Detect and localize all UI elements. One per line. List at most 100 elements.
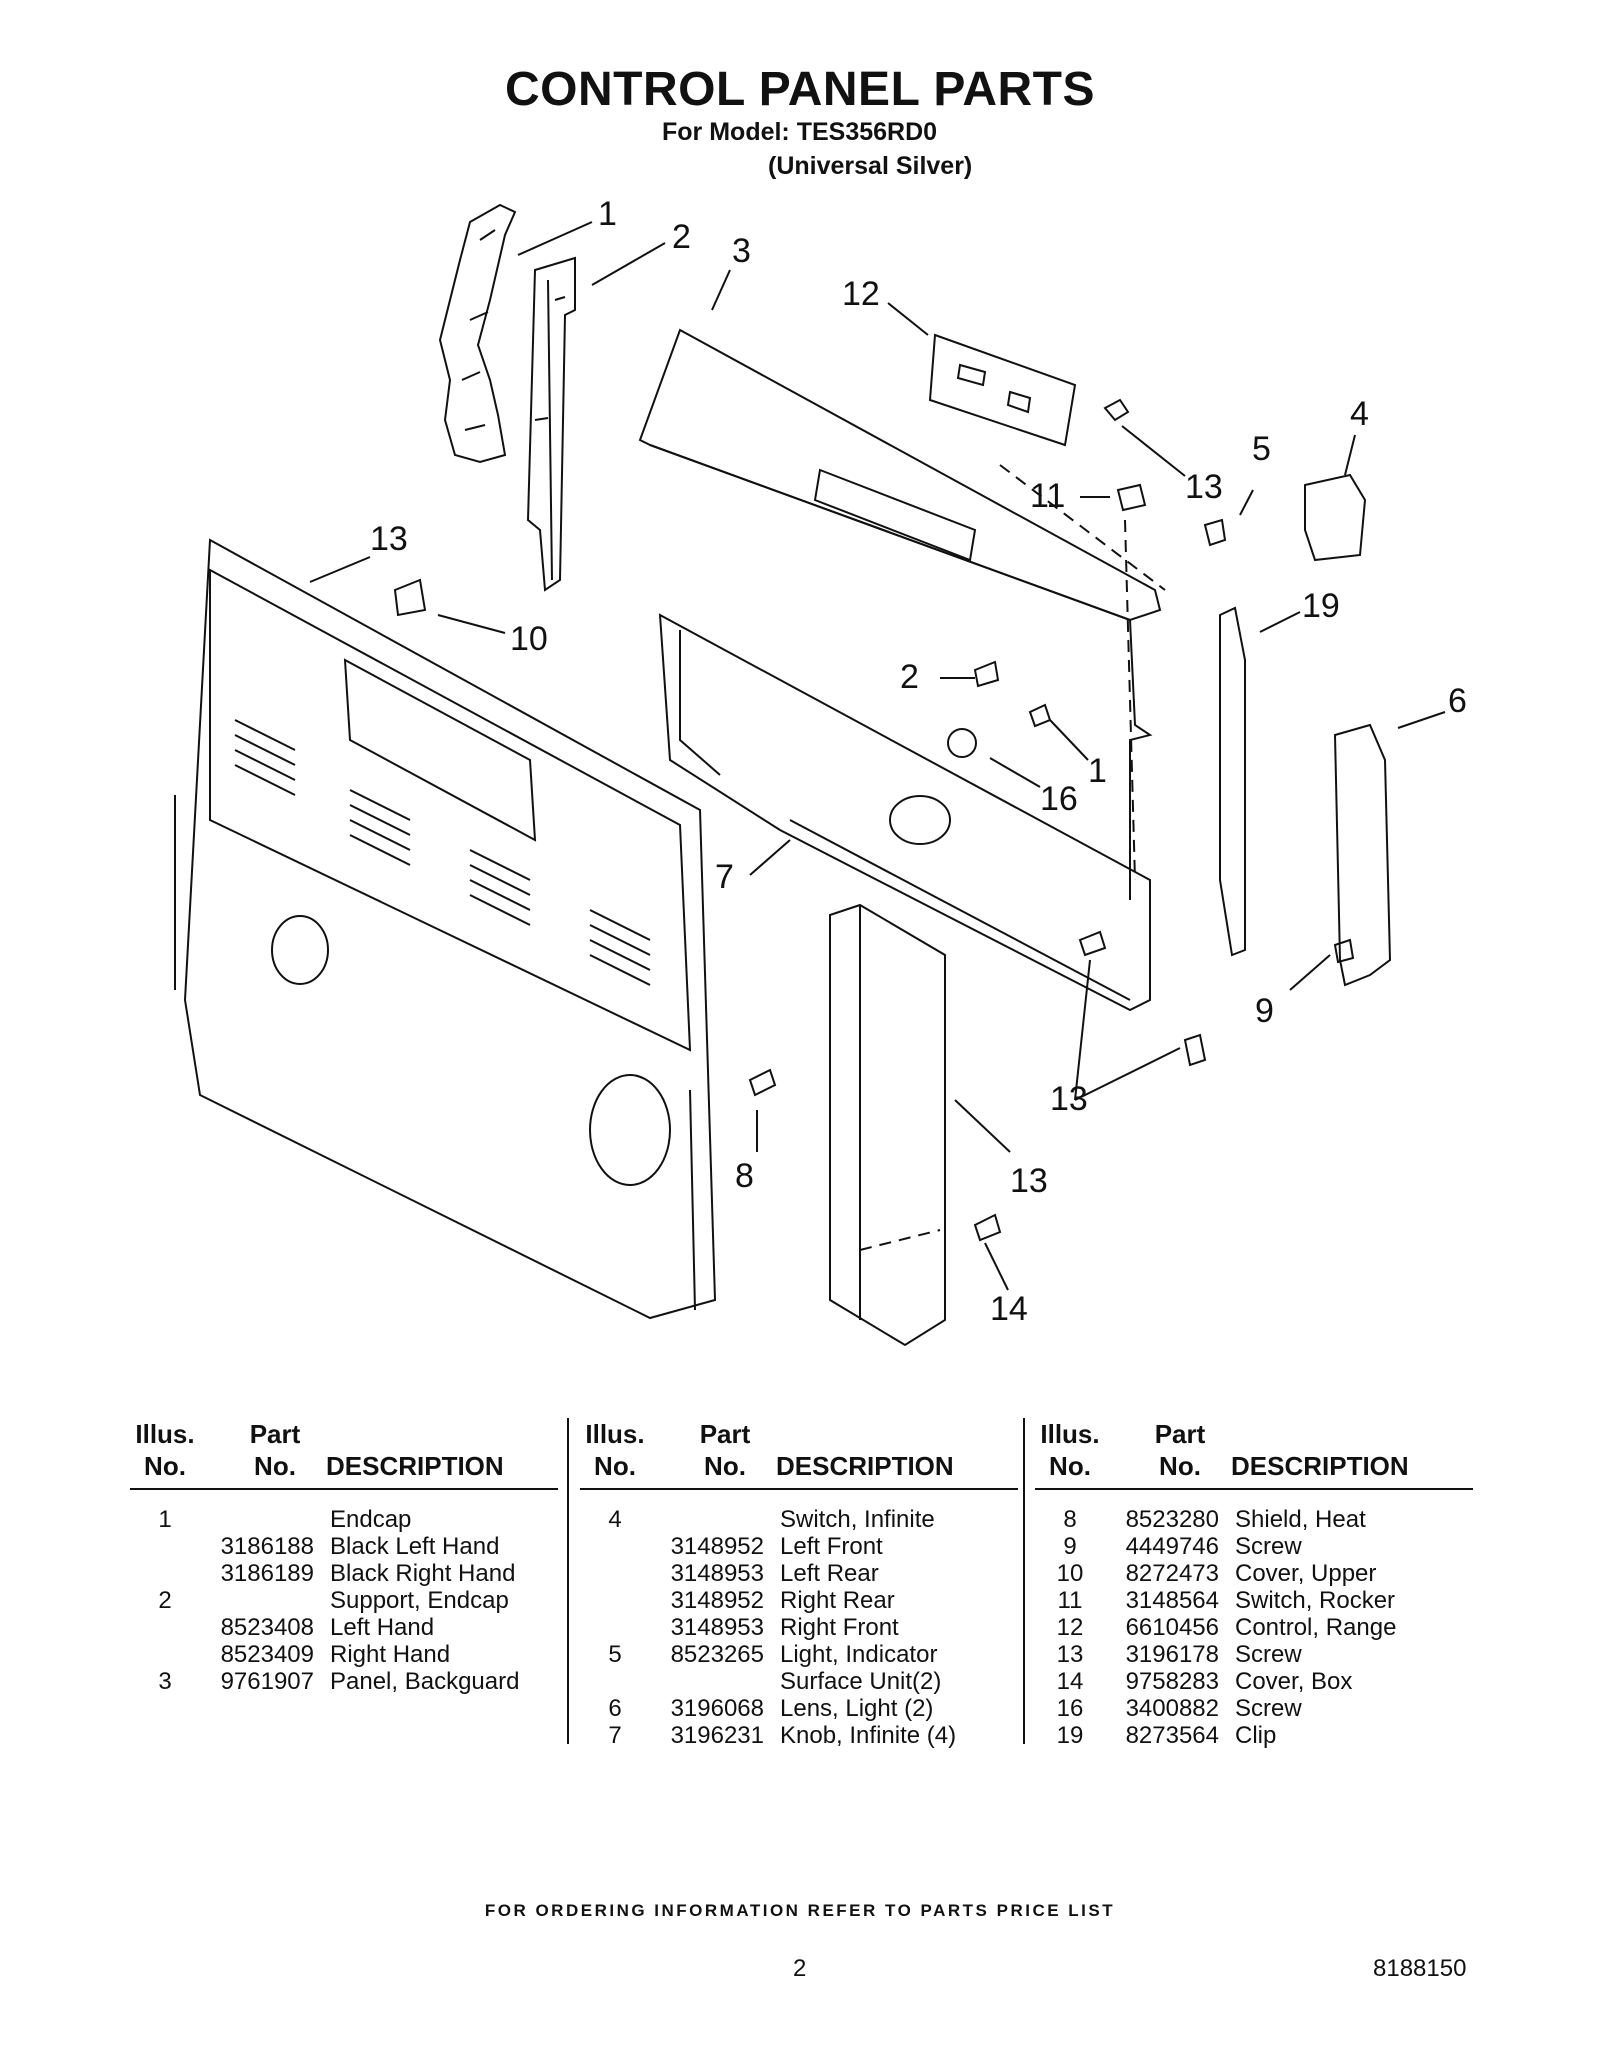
callout-2-left: 2 <box>672 218 691 256</box>
header-illus: Illus. <box>1040 1419 1100 1449</box>
callout-6: 2 <box>900 658 919 696</box>
part-number: 3148564 <box>1125 1587 1219 1614</box>
part-number: 3148953 <box>670 1560 764 1587</box>
part-number: 8523409 <box>220 1641 314 1668</box>
part-description: Surface Unit(2) <box>780 1668 942 1695</box>
screw-13-mid-drawing <box>748 1068 777 1097</box>
callout-2-right: 19 <box>1302 587 1340 625</box>
infinite-switch-drawing <box>1304 473 1367 562</box>
part-description: Switch, Infinite <box>780 1506 935 1533</box>
part-number: 3196178 <box>1125 1641 1219 1668</box>
part-number: 6610456 <box>1125 1614 1219 1641</box>
header-part-no: No. <box>704 1451 746 1481</box>
callout-8: 7 <box>715 858 734 896</box>
part-number: 3196068 <box>670 1695 764 1722</box>
callout-19: 10 <box>510 620 548 658</box>
illus-number: 9 <box>1063 1533 1077 1560</box>
part-number: 3186189 <box>220 1560 314 1587</box>
illus-number: 1 <box>158 1506 172 1533</box>
endcap-left-drawing <box>438 203 517 464</box>
column-divider <box>1023 1418 1025 1744</box>
knob-7-drawing <box>947 728 977 758</box>
document-number: 8188150 <box>1373 1955 1467 1982</box>
header-illus-no: No. <box>594 1451 636 1481</box>
heat-shield-drawing <box>658 613 1151 1012</box>
callout-14: 13 <box>1010 1162 1048 1200</box>
part-description: Black Right Hand <box>330 1560 516 1587</box>
part-description: Right Front <box>780 1614 899 1641</box>
callout-4: 4 <box>1350 395 1369 433</box>
illus-number: 11 <box>1057 1587 1083 1614</box>
model-line: For Model: TES356RD0 <box>662 118 938 146</box>
illus-number: 3 <box>158 1668 172 1695</box>
header-illus: Illus. <box>585 1419 645 1449</box>
header-part: Part <box>699 1419 751 1449</box>
part-description: Screw <box>1235 1533 1302 1560</box>
header-description: DESCRIPTION <box>776 1451 954 1481</box>
color-line: (Universal Silver) <box>768 152 973 180</box>
part-number: 3400882 <box>1125 1695 1219 1722</box>
callout-13-low: 14 <box>990 1290 1028 1328</box>
screw-9-a-drawing <box>1078 930 1107 957</box>
illus-number: 2 <box>158 1587 172 1614</box>
part-number: 8272473 <box>1125 1560 1219 1587</box>
part-description: Lens, Light (2) <box>780 1695 934 1722</box>
header-description: DESCRIPTION <box>1231 1451 1409 1481</box>
part-number: 8273564 <box>1125 1722 1219 1749</box>
backguard-panel-drawing <box>638 328 1162 900</box>
header-illus-no: No. <box>144 1451 186 1481</box>
header-illus: Illus. <box>135 1419 195 1449</box>
part-description: Cover, Upper <box>1235 1560 1377 1587</box>
header-illus-no: No. <box>1049 1451 1091 1481</box>
endcap-right-drawing <box>1333 723 1392 987</box>
part-number: 9761907 <box>220 1668 314 1695</box>
illus-number: 5 <box>608 1641 622 1668</box>
illus-number: 7 <box>608 1722 622 1749</box>
callout-10: 13 <box>370 520 408 558</box>
header-part-no: No. <box>254 1451 296 1481</box>
screw-16-drawing <box>1028 703 1052 728</box>
part-description: Left Hand <box>330 1614 435 1641</box>
column-divider <box>567 1418 569 1744</box>
part-number: 3196231 <box>670 1722 764 1749</box>
header-part: Part <box>249 1419 301 1449</box>
upper-cover-drawing <box>174 538 717 1320</box>
part-description: Control, Range <box>1235 1614 1397 1641</box>
part-description: Switch, Rocker <box>1235 1587 1396 1614</box>
screw-13-top-drawing <box>1103 398 1130 422</box>
callout-9: 13 <box>1050 1080 1088 1118</box>
part-number: 8523408 <box>220 1614 314 1641</box>
illus-number: 19 <box>1056 1722 1084 1749</box>
part-number: 3186188 <box>220 1533 314 1560</box>
callout-13-top: 13 <box>1185 468 1223 506</box>
illus-number: 12 <box>1056 1614 1084 1641</box>
callout-7: 16 <box>1040 780 1078 818</box>
header-part-no: No. <box>1159 1451 1201 1481</box>
part-description: Screw <box>1235 1695 1302 1722</box>
part-description: Clip <box>1235 1722 1277 1749</box>
part-number: 3148952 <box>670 1533 764 1560</box>
part-number: 9758283 <box>1125 1668 1219 1695</box>
header-rule <box>580 1488 1018 1490</box>
callout-16: 1 <box>1088 752 1107 790</box>
part-number: 8523280 <box>1125 1506 1219 1533</box>
part-description: Right Hand <box>330 1641 451 1668</box>
exploded-parts-diagram: 1 2 3 12 13 5 4 11 13 10 19 2 6 1 16 7 8… <box>174 195 1467 1347</box>
part-number: 8523265 <box>670 1641 764 1668</box>
part-description: Cover, Box <box>1235 1668 1353 1695</box>
illus-number: 13 <box>1056 1641 1084 1668</box>
illus-number: 10 <box>1056 1560 1084 1587</box>
illus-number: 6 <box>608 1695 622 1722</box>
part-number: 3148952 <box>670 1587 764 1614</box>
indicator-light-drawing <box>1203 518 1227 547</box>
box-cover-drawing <box>829 903 946 1347</box>
header-description: DESCRIPTION <box>326 1451 504 1481</box>
part-description: Black Left Hand <box>330 1533 500 1560</box>
callout-13-mid: 8 <box>735 1157 754 1195</box>
screw-9-b-drawing <box>1183 1033 1207 1067</box>
callout-12: 12 <box>842 275 880 313</box>
clip-19-drawing <box>393 578 427 617</box>
rocker-switch-drawing <box>1116 483 1147 512</box>
part-description: Left Rear <box>780 1560 879 1587</box>
lens-6-drawing <box>973 660 1000 688</box>
